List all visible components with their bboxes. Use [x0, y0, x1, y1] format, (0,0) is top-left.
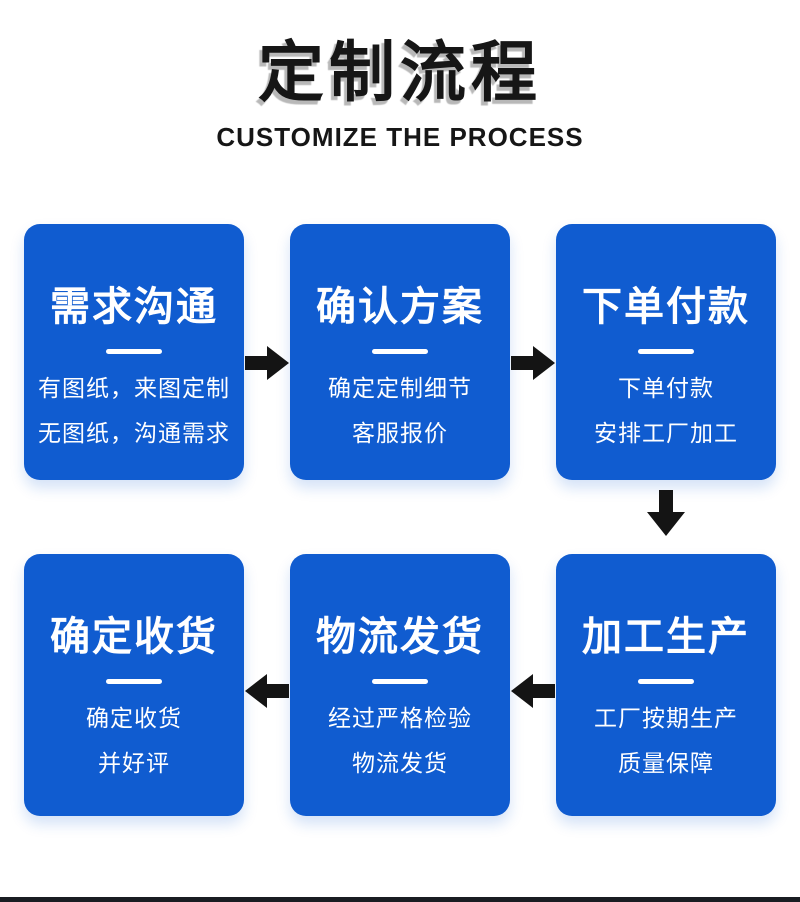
step-box-logistics-shipping: 物流发货 经过严格检验 物流发货	[290, 554, 510, 816]
divider	[638, 679, 694, 684]
step-title: 确定收货	[50, 615, 218, 659]
step-desc-line: 经过严格检验	[328, 705, 472, 731]
step-desc-line: 下单付款	[618, 375, 714, 401]
divider	[638, 349, 694, 354]
step-desc-line: 确定定制细节	[328, 375, 472, 401]
divider	[372, 349, 428, 354]
step-desc-line: 客服报价	[352, 420, 448, 446]
step-box-order-payment: 下单付款 下单付款 安排工厂加工	[556, 224, 776, 480]
page-subtitle: CUSTOMIZE THE PROCESS	[216, 122, 584, 152]
step-desc-line: 物流发货	[352, 750, 448, 776]
arrow-right-icon	[245, 344, 289, 382]
step-desc-line: 质量保障	[618, 750, 714, 776]
arrow-left-icon	[245, 672, 289, 710]
step-desc-line: 有图纸，来图定制	[38, 375, 230, 401]
header: 定制流程 CUSTOMIZE THE PROCESS	[0, 32, 800, 153]
page-title: 定制流程	[258, 35, 542, 109]
step-title: 加工生产	[582, 615, 750, 659]
step-title: 确认方案	[316, 285, 484, 329]
step-desc-line: 并好评	[98, 750, 170, 776]
step-title: 物流发货	[316, 615, 484, 659]
arrow-right-icon	[511, 344, 555, 382]
step-box-processing-production: 加工生产 工厂按期生产 质量保障	[556, 554, 776, 816]
step-desc-line: 无图纸，沟通需求	[38, 420, 230, 446]
divider	[106, 349, 162, 354]
step-desc-line: 确定收货	[86, 705, 182, 731]
step-box-confirm-plan: 确认方案 确定定制细节 客服报价	[290, 224, 510, 480]
arrow-down-icon	[647, 490, 685, 536]
divider	[372, 679, 428, 684]
step-desc-line: 安排工厂加工	[594, 420, 738, 446]
step-title: 需求沟通	[50, 285, 218, 329]
arrow-left-icon	[511, 672, 555, 710]
bottom-edge-bar	[0, 897, 800, 902]
divider	[106, 679, 162, 684]
step-box-confirm-receipt: 确定收货 确定收货 并好评	[24, 554, 244, 816]
step-title: 下单付款	[582, 285, 750, 329]
step-box-requirement-communication: 需求沟通 有图纸，来图定制 无图纸，沟通需求	[24, 224, 244, 480]
step-desc-line: 工厂按期生产	[594, 705, 738, 731]
